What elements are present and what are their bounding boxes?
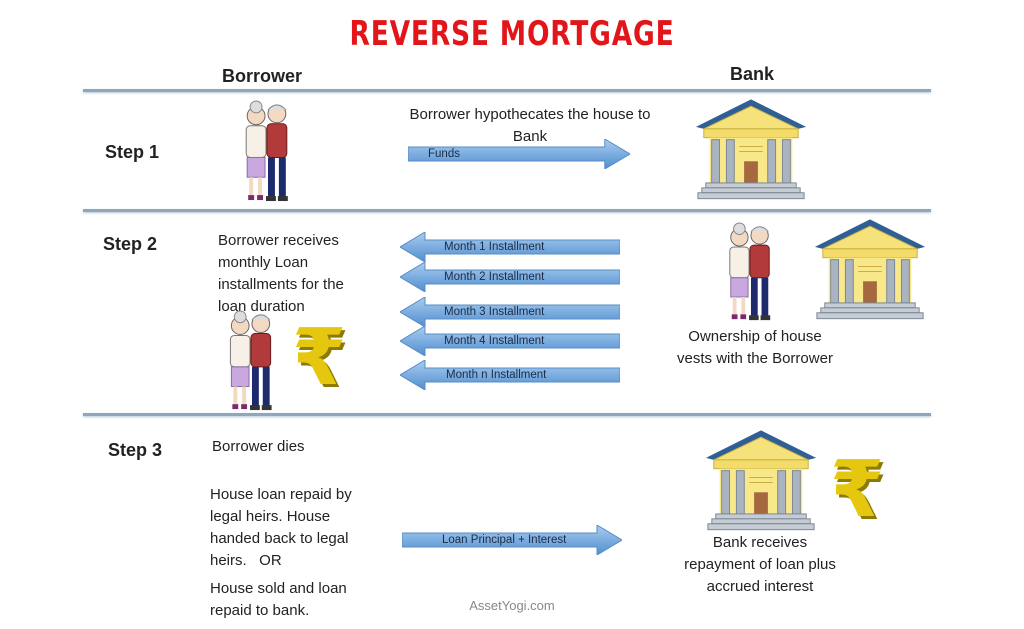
bank-header: Bank <box>730 64 775 84</box>
step-1-label: Step 1 <box>105 142 160 162</box>
installment-arrow: Month 4 Installment <box>400 326 620 356</box>
step-2-label: Step 2 <box>103 234 158 254</box>
elderly-couple-icon <box>221 310 281 413</box>
bank-building-icon <box>692 97 810 201</box>
step-3-label: Step 3 <box>108 440 163 460</box>
borrower-dies-text: Borrower dies <box>212 438 305 455</box>
divider <box>83 209 931 212</box>
arrow-label: Funds <box>428 148 460 160</box>
watermark: AssetYogi.com <box>469 598 555 613</box>
installment-arrow: Month 1 Installment <box>400 232 620 262</box>
arrow-label: Month 1 Installment <box>444 241 545 253</box>
arrow-label: Month 4 Installment <box>444 335 545 347</box>
bank-repayment-note: Bank receives repayment of loan plus acc… <box>684 534 836 595</box>
step-2-description: Borrower receives monthly Loan installme… <box>218 232 344 315</box>
arrow-label: Month n Installment <box>446 369 547 381</box>
installment-arrow: Month 3 Installment <box>400 297 620 327</box>
installment-arrow: Month 2 Installment <box>400 262 620 292</box>
loan-repayment-arrow: Loan Principal + Interest <box>402 525 622 555</box>
divider <box>83 413 931 416</box>
diagram-title: REVERSE MORTGAGE <box>349 14 675 54</box>
bank-building-icon <box>811 217 929 321</box>
divider <box>83 89 931 92</box>
borrower-header: Borrower <box>222 66 303 86</box>
repayment-option-1: House loan repaid by legal heirs. House … <box>210 486 356 569</box>
rupee-icon: ₹ <box>292 313 347 403</box>
arrow-label: Month 2 Installment <box>444 271 545 283</box>
repayment-option-2: House sold and loan repaid to bank. <box>210 580 347 619</box>
arrow-label: Month 3 Installment <box>444 306 545 318</box>
elderly-couple-icon <box>236 100 298 204</box>
elderly-couple-icon <box>721 222 779 323</box>
ownership-note: Ownership of house vests with the Borrow… <box>677 328 833 367</box>
installment-arrow: Month n Installment <box>400 360 620 390</box>
arrow-label: Loan Principal + Interest <box>442 534 567 546</box>
step-1-description: Borrower hypothecates the house to Bank <box>409 106 651 145</box>
funds-arrow: Funds <box>408 139 630 169</box>
rupee-icon: ₹ <box>830 445 885 535</box>
bank-building-icon <box>702 428 820 532</box>
